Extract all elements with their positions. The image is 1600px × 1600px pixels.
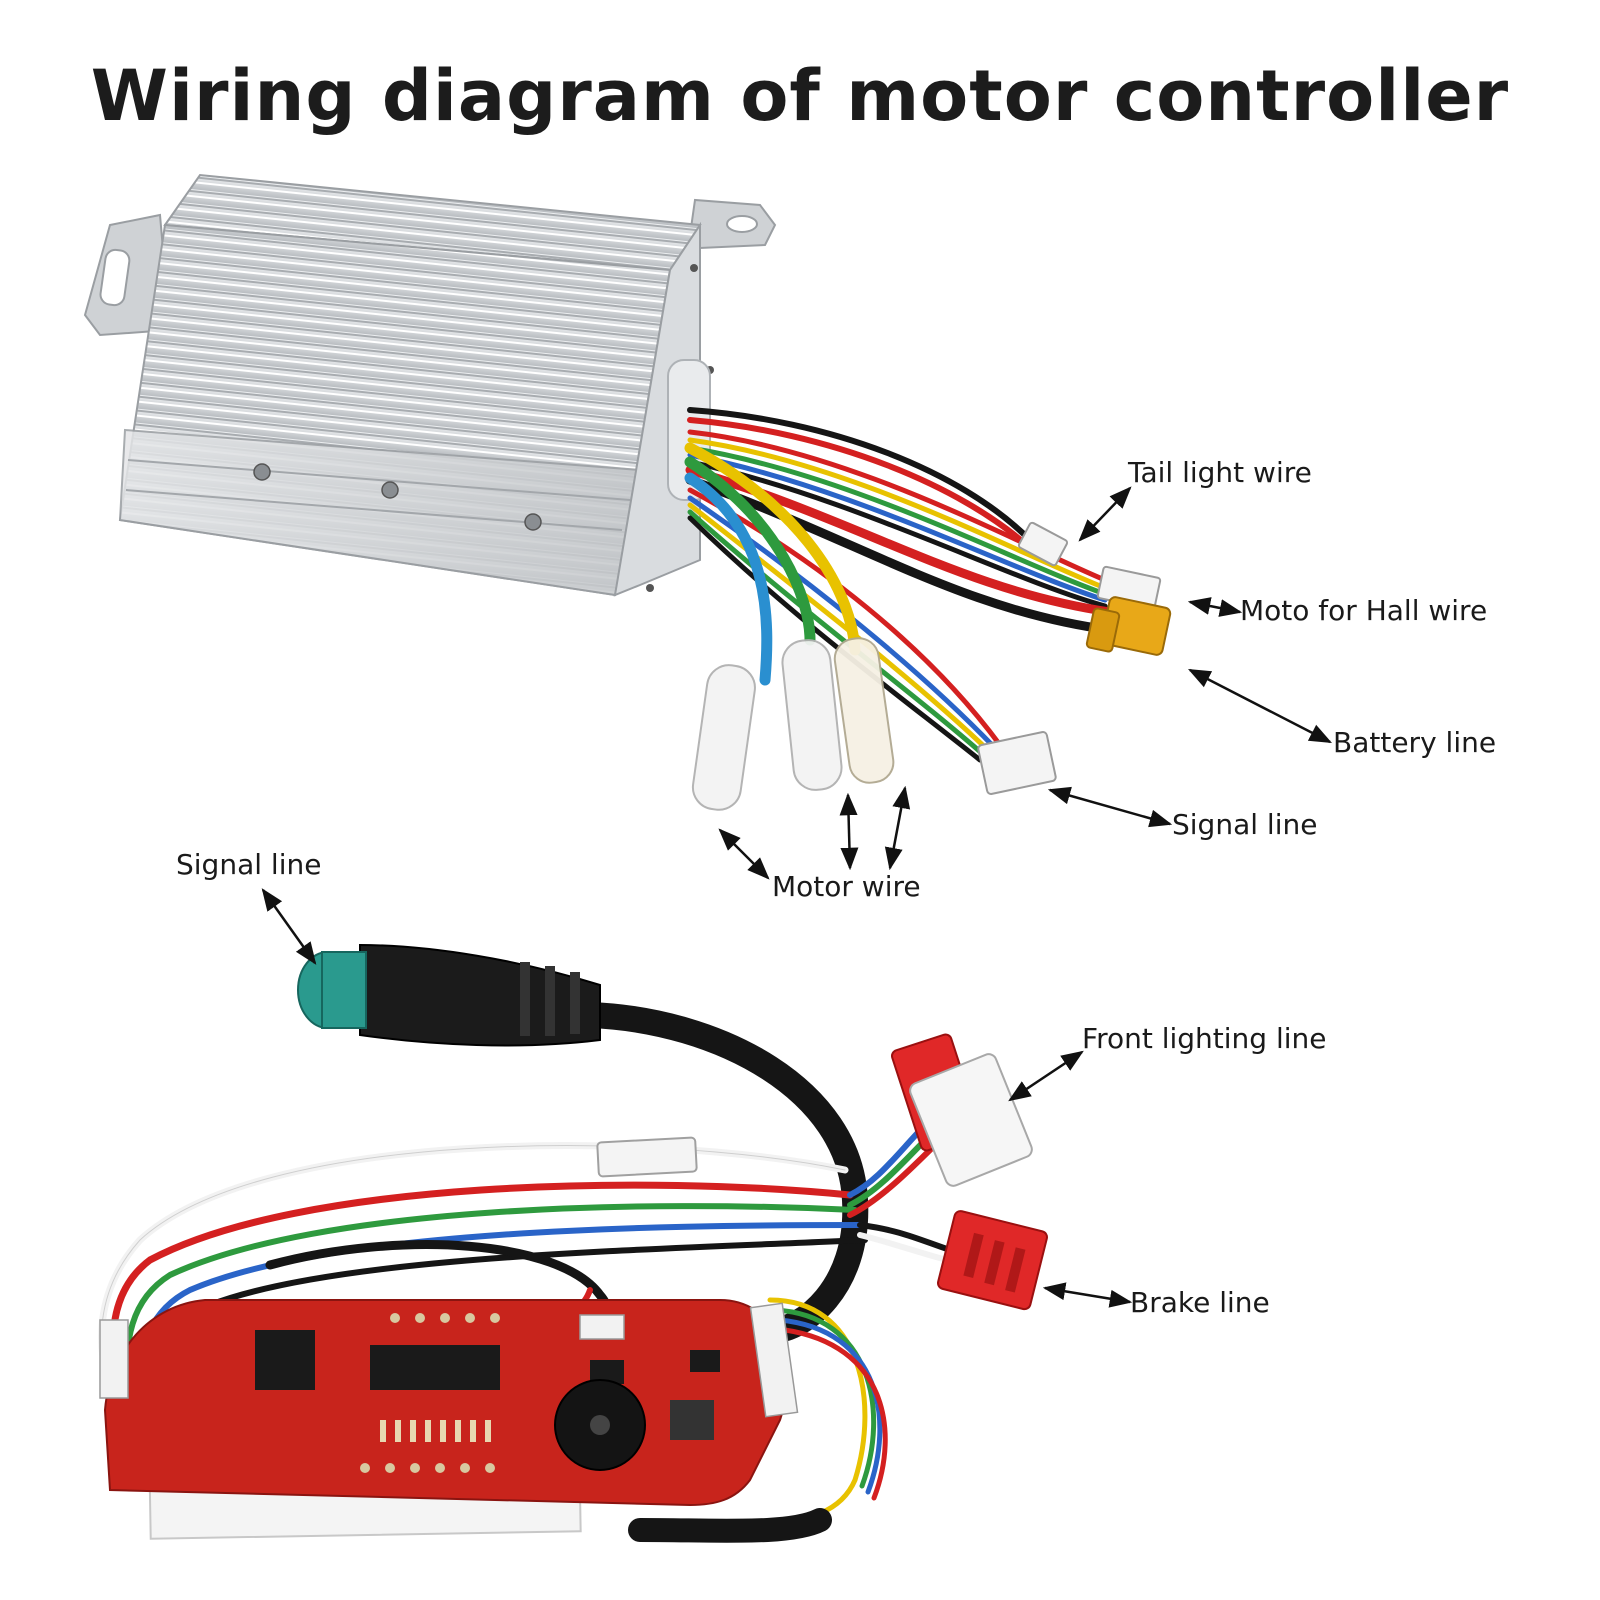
- label-moto-hall-wire: Moto for Hall wire: [1240, 594, 1487, 627]
- label-motor-wire: Motor wire: [772, 870, 921, 903]
- page-title: Wiring diagram of motor controller: [90, 55, 1510, 137]
- label-tail-light-wire: Tail light wire: [1127, 456, 1312, 489]
- controller-box-icon: [83, 173, 777, 597]
- tail-light-connector-icon: [1017, 521, 1069, 567]
- bullet-connector-icon: [691, 637, 895, 811]
- inline-connector-icon: [596, 1136, 698, 1178]
- signal-connector-icon: [977, 731, 1057, 795]
- buzzer-icon: [554, 1379, 646, 1471]
- callout-arrows: [261, 486, 1333, 1308]
- brake-connector-icon: [936, 1210, 1048, 1311]
- label-battery-line: Battery line: [1333, 726, 1496, 759]
- xt60-connector-icon: [1085, 596, 1172, 656]
- round-signal-connector-icon: [297, 943, 601, 1047]
- label-front-lighting-line: Front lighting line: [1082, 1022, 1327, 1055]
- label-brake-line: Brake line: [1130, 1286, 1270, 1319]
- display-pcb-icon: [99, 1299, 799, 1540]
- controller-wire-harness-icon: [684, 407, 1115, 763]
- front-lighting-connector-icon: [891, 1033, 1033, 1187]
- label-signal-line-controller: Signal line: [1172, 808, 1317, 841]
- label-signal-line-display: Signal line: [176, 848, 321, 881]
